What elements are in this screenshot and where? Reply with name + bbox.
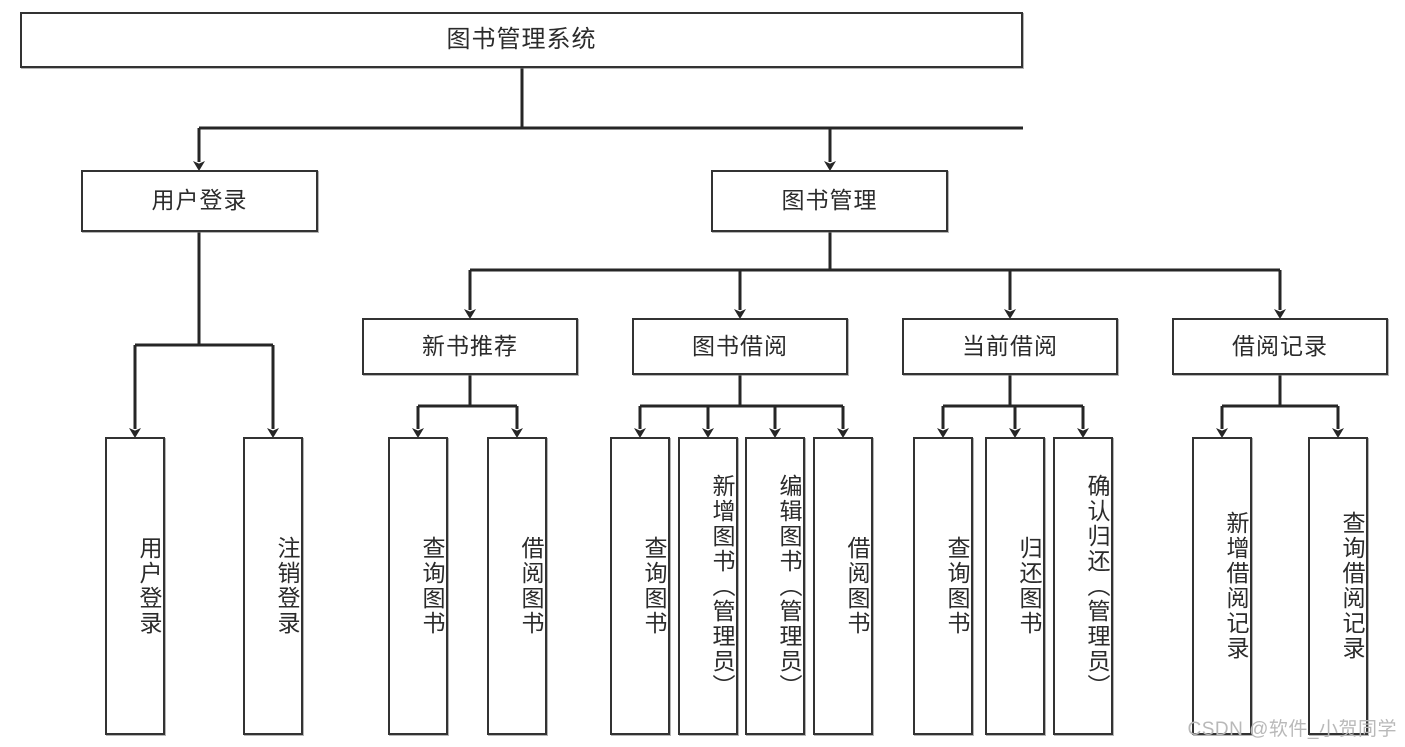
leaf-edit-book-admin[interactable]: 编辑图书（管理员） [745, 437, 805, 735]
leaf-query-book-current[interactable]: 查询图书 [913, 437, 973, 735]
node-current-borrow[interactable]: 当前借阅 [902, 318, 1118, 375]
leaf-query-book-borrow[interactable]: 查询图书 [610, 437, 670, 735]
leaf-add-book-admin[interactable]: 新增图书（管理员） [678, 437, 738, 735]
leaf-borrow-book[interactable]: 借阅图书 [813, 437, 873, 735]
node-user-login[interactable]: 用户登录 [81, 170, 318, 232]
node-book-borrow[interactable]: 图书借阅 [632, 318, 848, 375]
node-book-manage[interactable]: 图书管理 [711, 170, 948, 232]
node-root[interactable]: 图书管理系统 [20, 12, 1023, 68]
node-borrow-record[interactable]: 借阅记录 [1172, 318, 1388, 375]
leaf-user-login[interactable]: 用户登录 [105, 437, 165, 735]
leaf-logout-login[interactable]: 注销登录 [243, 437, 303, 735]
leaf-return-book[interactable]: 归还图书 [985, 437, 1045, 735]
leaf-borrow-book-recommend[interactable]: 借阅图书 [487, 437, 547, 735]
leaf-query-borrow-record[interactable]: 查询借阅记录 [1308, 437, 1368, 735]
csdn-watermark: CSDN @软件_小贺同学 [1187, 719, 1397, 740]
leaf-add-borrow-record[interactable]: 新增借阅记录 [1192, 437, 1252, 735]
leaf-confirm-return-admin[interactable]: 确认归还（管理员） [1053, 437, 1113, 735]
node-new-book-recommend[interactable]: 新书推荐 [362, 318, 578, 375]
leaf-query-book-recommend[interactable]: 查询图书 [388, 437, 448, 735]
